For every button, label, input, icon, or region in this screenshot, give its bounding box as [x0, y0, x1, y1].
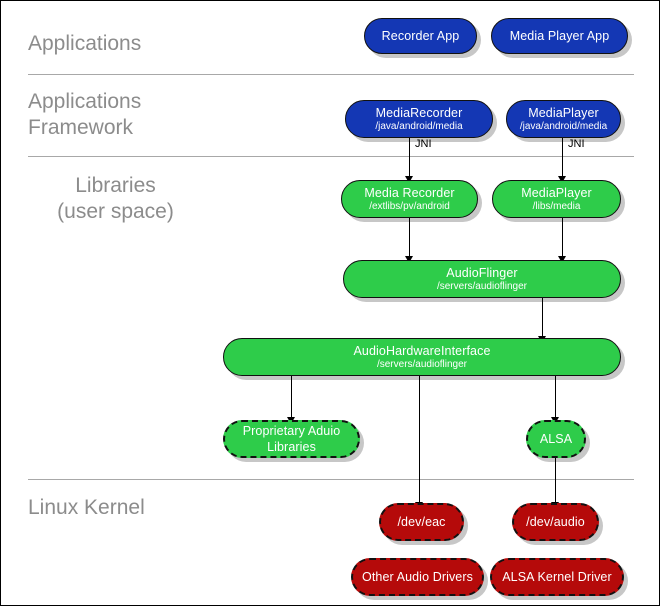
- node-mediaplayer-library[interactable]: MediaPlayer /libs/media: [492, 180, 621, 218]
- connector-mediaplayer-to-audioflinger: [562, 218, 563, 258]
- node-mediarecorder-framework-title: MediaRecorder: [375, 105, 463, 120]
- node-mediaplayer-library-path: /libs/media: [532, 200, 581, 212]
- node-media-player-app-title: Media Player App: [509, 28, 610, 43]
- connector-mediarecorder-jni: [409, 138, 410, 178]
- edge-label-jni-recorder: JNI: [415, 138, 432, 150]
- node-mediarecorder-framework-path: /java/android/media: [375, 120, 463, 132]
- band-label-applications: Applications: [28, 32, 142, 55]
- node-proprietary-audio-libraries[interactable]: Proprietary Aduio Libraries: [223, 420, 360, 458]
- node-dev-audio[interactable]: /dev/audio: [512, 503, 599, 541]
- connector-audioflinger-to-ahi: [542, 298, 543, 339]
- node-audioflinger-title: AudioFlinger: [446, 265, 518, 280]
- node-alsa[interactable]: ALSA: [526, 420, 586, 458]
- node-other-audio-drivers-title: Other Audio Drivers: [362, 569, 473, 584]
- connector-alsa-to-dev-audio: [555, 456, 556, 504]
- connector-media-recorder-to-audioflinger: [409, 218, 410, 258]
- band-label-linux-kernel: Linux Kernel: [28, 496, 145, 519]
- node-audiohardwareinterface-title: AudioHardwareInterface: [353, 343, 491, 358]
- connector-mediaplayer-jni: [562, 138, 563, 178]
- divider-applications: [28, 74, 634, 75]
- edge-label-jni-player: JNI: [568, 138, 585, 150]
- node-proprietary-audio-libraries-title: Proprietary Aduio Libraries: [242, 424, 341, 454]
- connector-ahi-to-dev-eac: [419, 376, 420, 504]
- node-other-audio-drivers[interactable]: Other Audio Drivers: [351, 558, 484, 596]
- node-audiohardwareinterface-path: /servers/audioflinger: [376, 358, 468, 370]
- divider-kernel: [28, 479, 634, 480]
- node-media-recorder-library-path: /extlibs/pv/android: [369, 200, 450, 212]
- node-recorder-app[interactable]: Recorder App: [364, 18, 477, 54]
- node-mediaplayer-framework-title: MediaPlayer: [528, 105, 599, 120]
- node-dev-eac[interactable]: /dev/eac: [379, 503, 464, 541]
- node-alsa-title: ALSA: [539, 431, 573, 446]
- node-audiohardwareinterface[interactable]: AudioHardwareInterface /servers/audiofli…: [223, 338, 621, 376]
- band-label-applications-framework: Applications Framework: [28, 90, 142, 139]
- node-mediarecorder-framework[interactable]: MediaRecorder /java/android/media: [345, 100, 493, 138]
- node-dev-eac-title: /dev/eac: [397, 514, 446, 529]
- node-mediaplayer-library-title: MediaPlayer: [521, 185, 592, 200]
- node-dev-audio-title: /dev/audio: [526, 514, 585, 529]
- node-audioflinger[interactable]: AudioFlinger /servers/audioflinger: [343, 260, 621, 298]
- node-media-player-app[interactable]: Media Player App: [491, 18, 628, 54]
- node-media-recorder-library[interactable]: Media Recorder /extlibs/pv/android: [341, 180, 478, 218]
- node-media-recorder-library-title: Media Recorder: [364, 185, 455, 200]
- node-alsa-kernel-driver[interactable]: ALSA Kernel Driver: [490, 558, 624, 596]
- node-alsa-kernel-driver-title: ALSA Kernel Driver: [502, 569, 612, 584]
- node-audioflinger-path: /servers/audioflinger: [436, 280, 528, 292]
- node-recorder-app-title: Recorder App: [381, 28, 460, 43]
- node-mediaplayer-framework[interactable]: MediaPlayer /java/android/media: [506, 100, 621, 138]
- connector-ahi-to-proprietary-libs: [291, 376, 292, 419]
- divider-framework: [28, 156, 634, 157]
- band-label-libraries-user-space: Libraries (user space): [57, 174, 174, 223]
- node-mediaplayer-framework-path: /java/android/media: [519, 120, 608, 132]
- connector-ahi-to-alsa: [555, 376, 556, 419]
